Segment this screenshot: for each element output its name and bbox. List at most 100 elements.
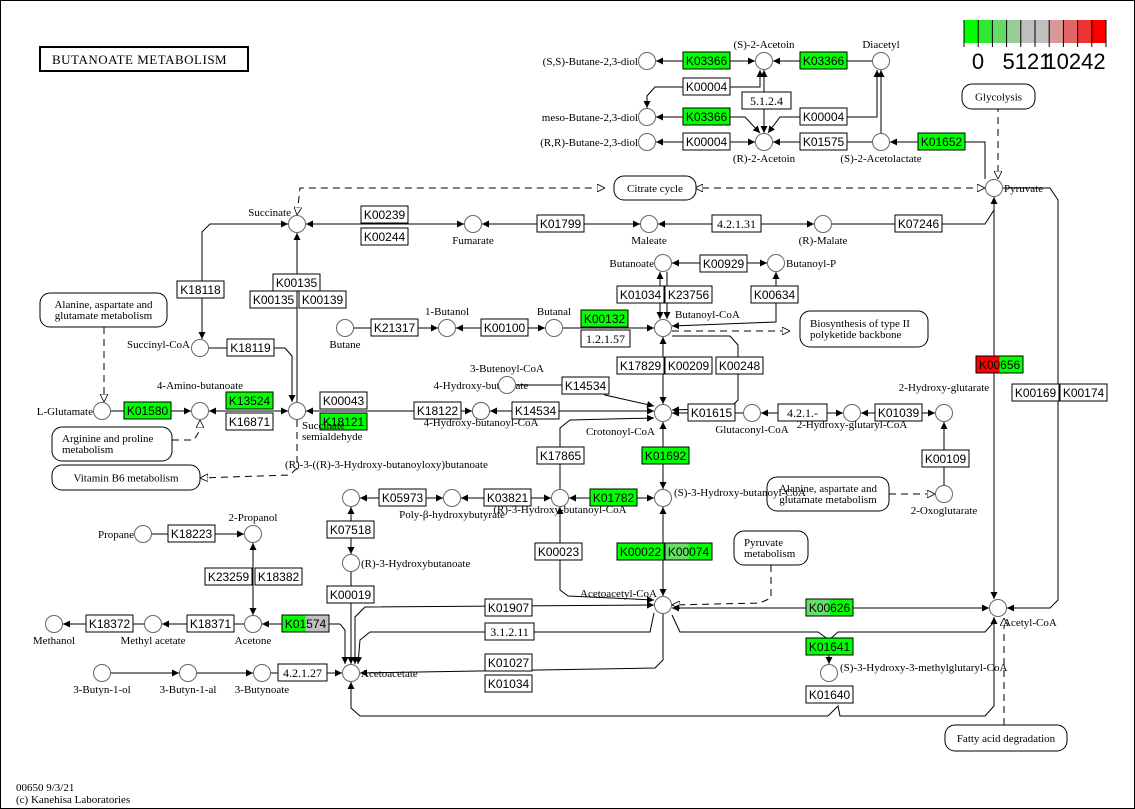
compound-circle[interactable] (638, 108, 656, 126)
enzyme-4-2-1-27[interactable]: 4.2.1.27 (277, 663, 328, 682)
enzyme-box[interactable] (1011, 383, 1060, 402)
enzyme-k16871[interactable]: K16871 (225, 412, 274, 431)
compound-acetone[interactable]: Acetone (235, 615, 272, 648)
enzyme-box[interactable] (360, 227, 409, 246)
enzyme-box[interactable] (85, 614, 134, 633)
enzyme-box[interactable] (249, 290, 298, 309)
compound-circle[interactable] (989, 599, 1007, 617)
enzyme-k00244[interactable]: K00244 (360, 227, 409, 246)
enzyme-5-1-2-4[interactable]: 5.1.2.4 (741, 91, 792, 110)
enzyme-box[interactable] (480, 318, 529, 337)
enzyme-k00169[interactable]: K00169 (1011, 383, 1060, 402)
enzyme-box[interactable] (580, 309, 629, 328)
compound-circle[interactable] (342, 489, 360, 507)
enzyme-box[interactable] (874, 403, 923, 422)
compound-s-acetoin[interactable]: (S)-2-Acetoin (733, 39, 795, 70)
compound-circle[interactable] (872, 52, 890, 70)
enzyme-k00019[interactable]: K00019 (326, 585, 375, 604)
enzyme-k00004[interactable]: K00004 (682, 77, 731, 96)
compound-circle[interactable] (93, 664, 111, 682)
enzyme-box[interactable] (664, 356, 713, 375)
enzyme-box[interactable] (682, 107, 731, 126)
enzyme-k18122[interactable]: K18122 (413, 401, 462, 420)
compound-hydroxybutanoyl-coa4[interactable]: 4-Hydroxy-butanoyl-CoA (424, 402, 539, 430)
compound-circle[interactable] (654, 489, 672, 507)
compound-circle[interactable] (755, 52, 773, 70)
enzyme-k01575[interactable]: K01575 (799, 132, 848, 151)
compound-acetoacetate[interactable]: Acetoacetate (342, 664, 418, 682)
enzyme-k00626[interactable]: K00626 (805, 598, 854, 617)
enzyme-k18119[interactable]: K18119 (226, 338, 275, 357)
compound-circle[interactable] (654, 404, 672, 422)
compound-circle[interactable] (755, 133, 773, 151)
enzyme-k00023[interactable]: K00023 (534, 542, 583, 561)
map-link-box[interactable] (51, 464, 201, 491)
enzyme-box[interactable] (805, 598, 854, 617)
enzyme-box[interactable] (805, 685, 854, 704)
enzyme-box[interactable] (176, 280, 225, 299)
enzyme-box[interactable] (226, 338, 275, 357)
enzyme-box[interactable] (682, 51, 731, 70)
map-link-fatty-deg[interactable]: Fatty acid degradation (944, 724, 1068, 752)
compound-butanoate[interactable]: Butanoate (609, 254, 672, 272)
enzyme-k03366[interactable]: K03366 (682, 107, 731, 126)
compound-circle[interactable] (640, 215, 658, 233)
enzyme-box[interactable] (682, 77, 731, 96)
enzyme-box[interactable] (664, 542, 713, 561)
enzyme-box[interactable] (711, 214, 762, 233)
compound-circle[interactable] (288, 402, 306, 420)
compound-circle[interactable] (342, 664, 360, 682)
enzyme-k18223[interactable]: K18223 (167, 524, 216, 543)
compound-circle[interactable] (985, 179, 1003, 197)
enzyme-k01034[interactable]: K01034 (484, 674, 533, 693)
compound-circle[interactable] (438, 319, 456, 337)
compound-fumarate[interactable]: Fumarate (452, 215, 494, 248)
map-link-box[interactable] (51, 426, 173, 462)
compound-circle[interactable] (935, 404, 953, 422)
enzyme-k00100[interactable]: K00100 (480, 318, 529, 337)
enzyme-box[interactable] (699, 254, 748, 273)
compound-propane[interactable]: Propane (98, 525, 152, 543)
compound-circle[interactable] (654, 596, 672, 614)
enzyme-k00135[interactable]: K00135 (249, 290, 298, 309)
enzyme-4-2-1-31[interactable]: 4.2.1.31 (711, 214, 762, 233)
compound-l-glutamate[interactable]: L-Glutamate (37, 402, 111, 420)
enzyme-k00239[interactable]: K00239 (360, 205, 409, 224)
compound-circle[interactable] (244, 525, 262, 543)
enzyme-k01641[interactable]: K01641 (805, 637, 854, 656)
map-link-box[interactable] (39, 292, 168, 328)
compound-crotonoyl-coa[interactable]: Crotonoyl-CoA (586, 404, 672, 439)
compound-circle[interactable] (654, 254, 672, 272)
enzyme-k01615[interactable]: K01615 (687, 403, 736, 422)
compound-r3hbb[interactable]: (R)-3-((R)-3-Hydroxy-butanoyloxy)butanoa… (285, 459, 488, 507)
compound-circle[interactable] (472, 402, 490, 420)
enzyme-box[interactable] (298, 290, 347, 309)
compound-butanal[interactable]: Butanal (537, 306, 571, 337)
compound-circle[interactable] (654, 319, 672, 337)
compound-rr-butanediol[interactable]: (R,R)-Butane-2,3-diol (540, 133, 656, 151)
compound-acetyl-coa[interactable]: Acetyl-CoA (989, 599, 1057, 630)
compound-circle[interactable] (253, 664, 271, 682)
enzyme-box[interactable] (687, 403, 736, 422)
enzyme-k05973[interactable]: K05973 (378, 488, 427, 507)
enzyme-box[interactable] (616, 356, 665, 375)
enzyme-k21317[interactable]: K21317 (370, 318, 419, 337)
compound-circle[interactable] (336, 319, 354, 337)
enzyme-k01574[interactable]: K01574 (281, 614, 330, 633)
enzyme-k18372[interactable]: K18372 (85, 614, 134, 633)
enzyme-k00004[interactable]: K00004 (799, 107, 848, 126)
compound-pyruvate[interactable]: Pyruvate (985, 179, 1044, 197)
compound-circle[interactable] (638, 52, 656, 70)
enzyme-box[interactable] (750, 285, 799, 304)
enzyme-box[interactable] (641, 446, 690, 465)
enzyme-k00139[interactable]: K00139 (298, 290, 347, 309)
enzyme-box[interactable] (484, 598, 533, 617)
enzyme-box[interactable] (536, 214, 585, 233)
enzyme-k00022[interactable]: K00022 (616, 542, 665, 561)
enzyme-k00074[interactable]: K00074 (664, 542, 713, 561)
compound-butanol[interactable]: 1-Butanol (425, 306, 469, 337)
enzyme-k01907[interactable]: K01907 (484, 598, 533, 617)
compound-r3hb-coa[interactable]: (R)-3-Hydroxy-butanoyl-CoA (493, 489, 627, 517)
